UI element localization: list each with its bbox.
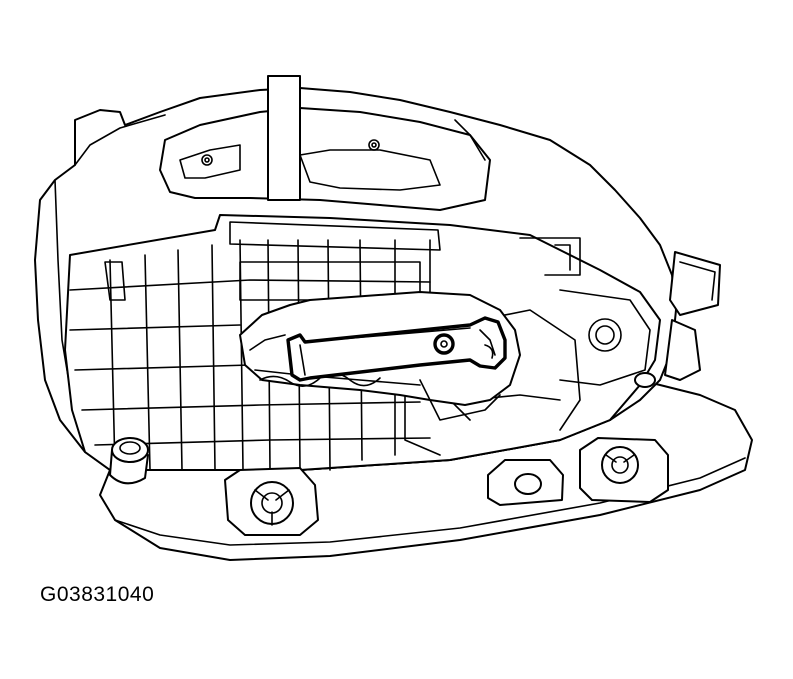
shift-lever-shaft xyxy=(267,75,301,201)
mounting-bolt-right xyxy=(634,372,656,388)
mounting-bracket-front-center xyxy=(487,459,564,506)
mounting-bracket-front-right xyxy=(579,437,669,503)
mounting-bolt-left xyxy=(109,437,149,485)
pivot-pin-icon xyxy=(433,333,455,355)
mounting-bracket-front-left xyxy=(224,467,319,536)
figure-code: G03831040 xyxy=(40,583,155,606)
shift-lock-lever xyxy=(286,316,507,382)
